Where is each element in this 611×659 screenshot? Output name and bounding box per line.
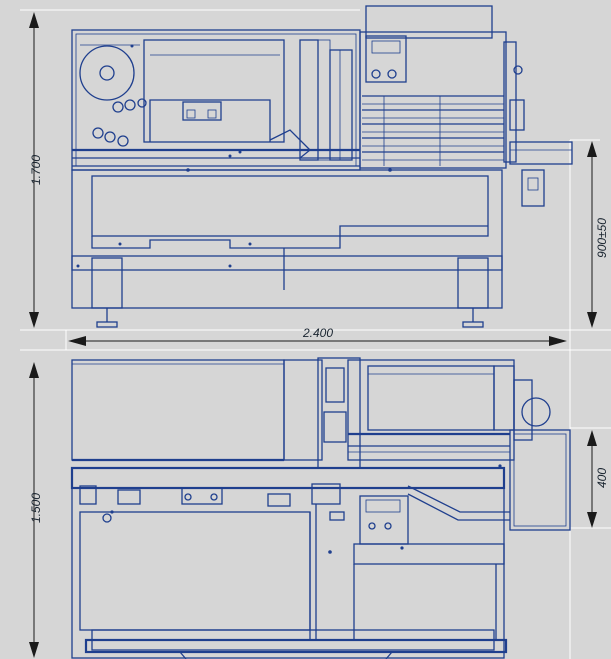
top-view [70,357,571,659]
film-reel [79,45,135,101]
bolts [76,44,392,268]
label-table-height: 900±50 [595,218,609,258]
dimension-total-width [68,336,567,346]
control-panel [365,35,407,83]
top-view-control-panel [359,495,409,545]
shrink-tunnel [359,31,507,169]
dimension-top-depth [29,362,39,658]
base-cabinet [71,169,503,271]
top-view-brackets [79,483,345,523]
clamp-block [182,101,222,121]
outfeed-table [509,429,571,531]
extension-lines [20,9,611,659]
rollers [92,98,147,147]
dimension-front-height [29,12,39,328]
top-view-bolts [110,464,502,554]
exit-conveyor [509,141,573,165]
label-side-depth: 400 [595,468,609,488]
tunnel-top [347,359,515,461]
front-view [71,5,573,328]
label-front-height: 1.700 [29,155,43,185]
dimension-side-depth [587,430,597,528]
front-legs [91,257,489,328]
label-top-depth: 1.500 [29,493,43,523]
tunnel-louvres [362,95,504,166]
label-total-width: 2.400 [302,326,333,340]
dimension-table-height [587,141,597,328]
